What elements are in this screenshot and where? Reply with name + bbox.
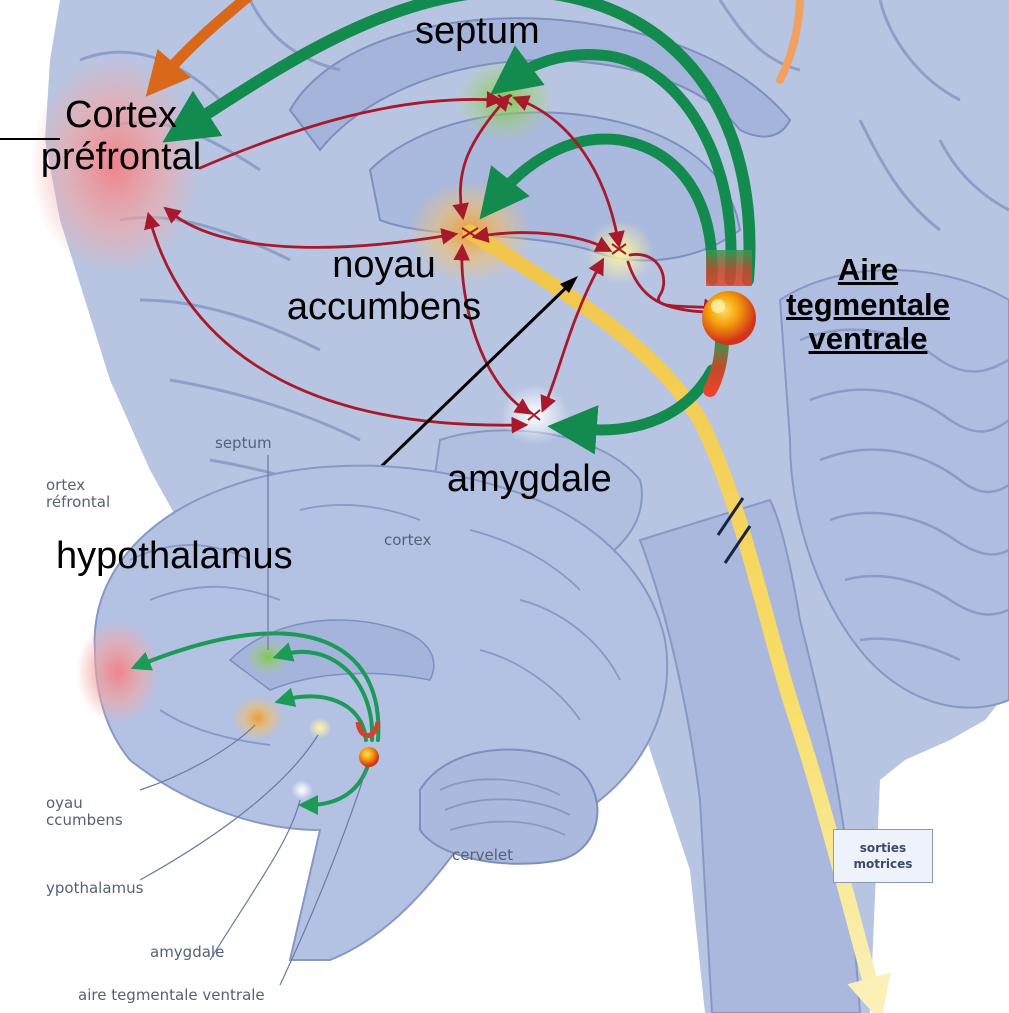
inset-label-noyau-line1: oyau — [46, 795, 123, 812]
label-noyau-accumbens: noyau accumbens — [262, 245, 506, 329]
inset-label-cortex: cortex — [384, 532, 431, 549]
cortex-underline — [0, 138, 60, 140]
label-septum: septum — [415, 11, 540, 53]
inset-label-noyau-accumbens: oyau ccumbens — [46, 795, 123, 830]
motor-box-line1: sorties — [854, 840, 913, 856]
inset-label-hypothalamus: ypothalamus — [46, 880, 143, 897]
inset-vta-icon — [359, 747, 379, 767]
inset-label-septum: septum — [215, 435, 272, 452]
label-hypothalamus: hypothalamus — [56, 536, 293, 578]
motor-output-box: sorties motrices — [833, 829, 933, 883]
inset-label-noyau-line2: ccumbens — [46, 812, 123, 829]
label-aire-tegmentale-ventrale: Aire tegmentale ventrale — [745, 253, 991, 357]
label-cortex-line2: préfrontal — [16, 137, 226, 179]
motor-box-line2: motrices — [854, 856, 913, 872]
inset-label-aire: aire tegmentale ventrale — [78, 987, 265, 1004]
label-aire-line3: ventrale — [745, 322, 991, 357]
inset-label-cortex-line1: ortex — [46, 477, 110, 494]
inset-label-cervelet: cervelet — [452, 847, 513, 864]
inset-label-cortex-line2: réfrontal — [46, 494, 110, 511]
label-noyau-line2: accumbens — [262, 287, 506, 329]
label-cortex-line1: Cortex — [16, 95, 226, 137]
label-cortex-prefrontal: Cortex préfrontal — [16, 95, 226, 179]
label-aire-line1: Aire — [745, 253, 991, 288]
label-amygdale: amygdale — [447, 459, 612, 501]
inset-label-cortex-prefrontal: ortex réfrontal — [46, 477, 110, 512]
inset-label-amygdale: amygdale — [150, 944, 224, 961]
label-noyau-line1: noyau — [262, 245, 506, 287]
label-aire-line2: tegmentale — [745, 288, 991, 323]
